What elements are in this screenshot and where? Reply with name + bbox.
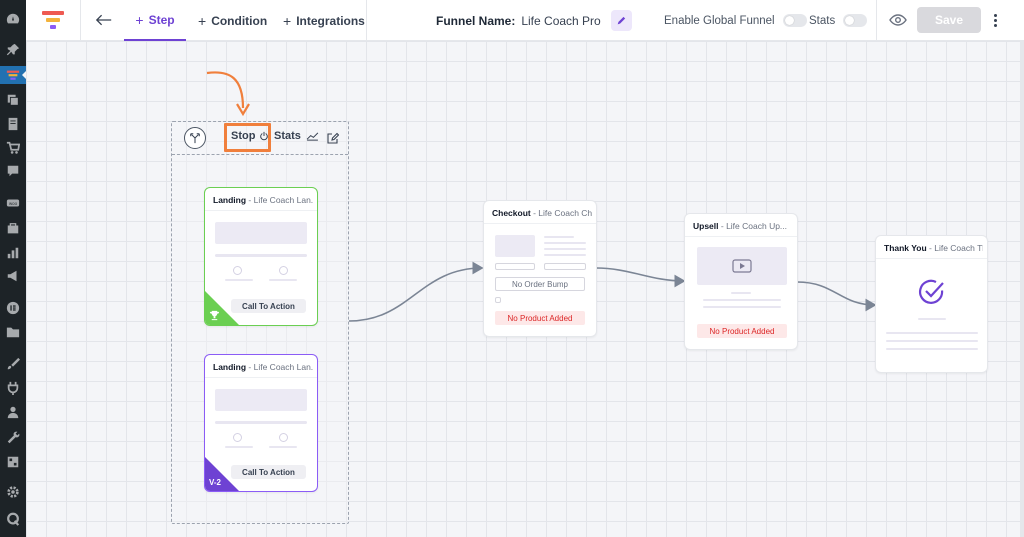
global-funnel-label: Enable Global Funnel bbox=[664, 14, 775, 27]
funnel-icon[interactable] bbox=[5, 67, 21, 83]
tab-condition[interactable]: + Condition bbox=[198, 12, 268, 29]
no-product-badge[interactable]: No Product Added bbox=[495, 311, 585, 325]
plugins-icon[interactable] bbox=[5, 380, 21, 396]
stats-toggle-group: Stats bbox=[809, 0, 868, 41]
canvas-scrollbar[interactable] bbox=[1020, 41, 1024, 537]
step-card-landing-a[interactable]: Landing - Life Coach Lan... Call To Acti… bbox=[204, 187, 318, 326]
power-icon bbox=[260, 131, 269, 141]
checkbox[interactable] bbox=[495, 297, 501, 303]
order-bump-box[interactable]: No Order Bump bbox=[495, 277, 585, 291]
call-to-action-button[interactable]: Call To Action bbox=[231, 299, 306, 313]
funnel-topbar: + Step + Condition + Integrations Funnel… bbox=[26, 0, 1024, 41]
cart-icon[interactable] bbox=[5, 140, 21, 156]
global-funnel-toggle[interactable] bbox=[782, 14, 807, 27]
arrow-left-icon bbox=[96, 14, 112, 26]
stats-toggle[interactable] bbox=[843, 14, 868, 27]
query-icon[interactable] bbox=[5, 511, 21, 527]
variant-badge bbox=[205, 457, 239, 491]
check-circle-icon bbox=[919, 279, 944, 304]
tab-integrations[interactable]: + Integrations bbox=[283, 12, 365, 29]
elementor-icon[interactable] bbox=[5, 300, 21, 316]
plus-icon: + bbox=[283, 12, 292, 29]
video-placeholder bbox=[697, 247, 787, 285]
stats-label: Stats bbox=[809, 14, 836, 27]
gear-icon[interactable] bbox=[5, 484, 21, 500]
comments-icon[interactable] bbox=[5, 163, 21, 179]
no-product-badge[interactable]: No Product Added bbox=[697, 324, 787, 338]
topbar-divider bbox=[80, 0, 81, 41]
edit-split-test-icon[interactable] bbox=[327, 131, 340, 144]
back-button[interactable] bbox=[94, 11, 114, 29]
split-test-stats-button[interactable]: Stats bbox=[274, 130, 319, 142]
marketing-icon[interactable] bbox=[5, 268, 21, 284]
funnel-name: Funnel Name: Life Coach Pro bbox=[436, 0, 632, 41]
more-options-icon[interactable] bbox=[991, 11, 999, 29]
stop-highlight bbox=[224, 123, 271, 152]
split-test-header: Stop Stats bbox=[172, 122, 348, 155]
step-card-landing-b[interactable]: Landing - Life Coach Lan... Call To Acti… bbox=[204, 354, 318, 492]
chart-line-icon bbox=[306, 132, 319, 141]
funnel-name-value: Life Coach Pro bbox=[521, 13, 601, 28]
step-card-upsell[interactable]: Upsell - Life Coach Up... No Product Add… bbox=[684, 213, 798, 350]
global-funnel-toggle-group: Enable Global Funnel bbox=[664, 0, 807, 41]
pencil-icon bbox=[617, 16, 626, 24]
tab-step[interactable]: + Step bbox=[124, 0, 186, 41]
woo-icon[interactable]: woo bbox=[5, 195, 21, 211]
plus-icon: + bbox=[198, 12, 207, 29]
hero-placeholder bbox=[215, 389, 307, 411]
dashboard-icon[interactable] bbox=[5, 11, 21, 27]
stop-split-test-button[interactable]: Stop bbox=[231, 130, 269, 142]
step-card-thankyou[interactable]: Thank You - Life Coach Tha... bbox=[875, 235, 988, 373]
trophy-icon bbox=[209, 310, 220, 321]
plus-icon: + bbox=[135, 11, 144, 28]
pin-icon[interactable] bbox=[5, 42, 21, 58]
topbar-divider bbox=[876, 0, 877, 41]
step-title: Landing - Life Coach Lan... bbox=[213, 195, 313, 205]
variant-label: V-2 bbox=[209, 478, 222, 487]
wp-admin-sidebar: woo bbox=[0, 0, 27, 537]
call-to-action-button[interactable]: Call To Action bbox=[231, 465, 306, 479]
topbar-divider bbox=[366, 0, 367, 41]
products-icon[interactable] bbox=[5, 221, 21, 237]
step-title: Upsell - Life Coach Up... bbox=[693, 221, 788, 231]
media-icon[interactable] bbox=[5, 92, 21, 108]
pages-icon[interactable] bbox=[5, 116, 21, 132]
image-placeholder bbox=[495, 235, 535, 257]
brush-icon[interactable] bbox=[5, 356, 21, 372]
settings-icon[interactable] bbox=[5, 454, 21, 470]
play-video-icon bbox=[732, 259, 752, 273]
step-title: Thank You - Life Coach Tha... bbox=[884, 243, 983, 253]
funnel-name-label: Funnel Name: bbox=[436, 13, 516, 28]
split-test-icon[interactable] bbox=[184, 127, 206, 149]
save-button[interactable]: Save bbox=[917, 7, 981, 33]
hero-placeholder bbox=[215, 222, 307, 244]
edit-funnel-name-button[interactable] bbox=[610, 10, 632, 31]
winner-badge bbox=[205, 291, 239, 325]
step-title: Landing - Life Coach Lan... bbox=[213, 362, 313, 372]
folder-icon[interactable] bbox=[5, 324, 21, 340]
tools-icon[interactable] bbox=[5, 430, 21, 446]
users-icon[interactable] bbox=[5, 404, 21, 420]
svg-text:woo: woo bbox=[9, 201, 18, 206]
analytics-icon[interactable] bbox=[5, 245, 21, 261]
step-title: Checkout - Life Coach Ch... bbox=[492, 208, 592, 218]
app-logo-icon[interactable] bbox=[42, 10, 64, 30]
annotation-arrow bbox=[206, 71, 250, 117]
step-card-checkout[interactable]: Checkout - Life Coach Ch... No Order Bum… bbox=[483, 200, 597, 337]
preview-eye-icon[interactable] bbox=[889, 11, 907, 29]
